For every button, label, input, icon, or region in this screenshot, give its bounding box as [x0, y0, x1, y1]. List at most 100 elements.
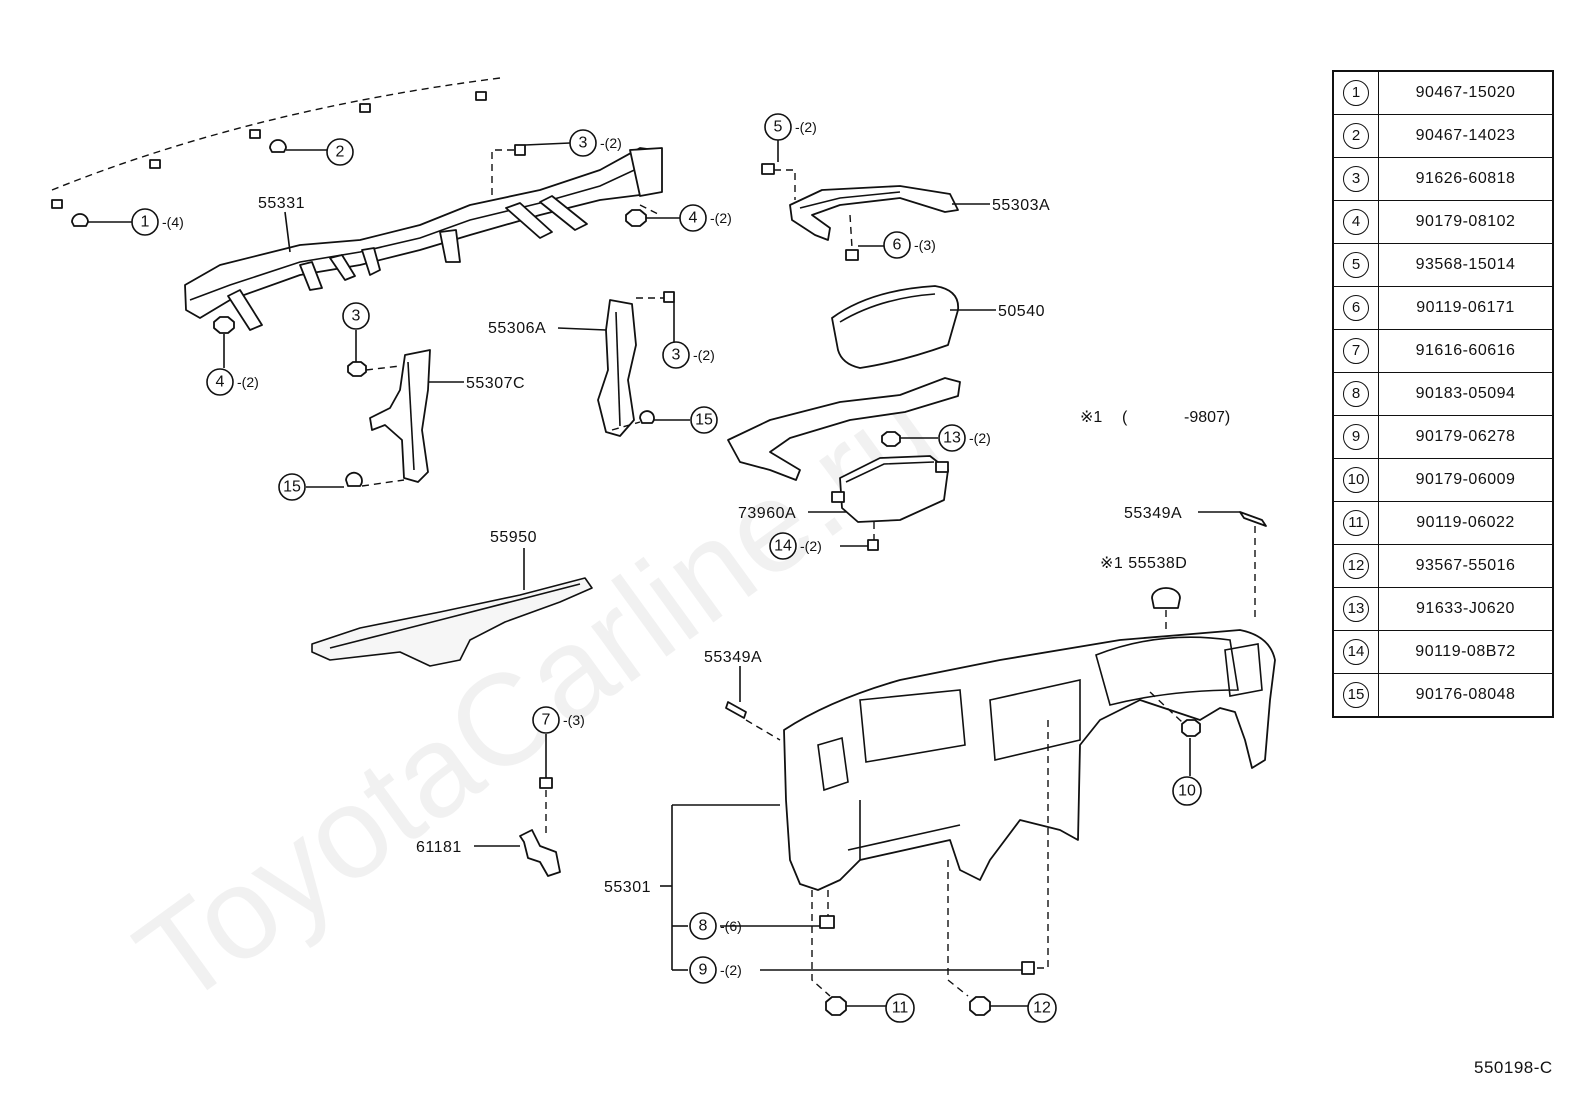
parts-table-index-cell: 5	[1332, 243, 1379, 287]
nut-4b-icon	[213, 316, 235, 334]
parts-table-index-cell: 11	[1332, 501, 1379, 545]
svg-text:-(2): -(2)	[693, 347, 715, 363]
lower-panel-55950[interactable]	[311, 577, 593, 667]
parts-table-index: 4	[1343, 209, 1369, 235]
parts-table-part-number: 90179-06009	[1378, 458, 1554, 502]
nut-13-icon	[881, 431, 901, 447]
parts-table-index: 2	[1343, 123, 1369, 149]
parts-table-index-cell: 12	[1332, 544, 1379, 588]
svg-text:-9807): -9807)	[1184, 409, 1230, 426]
svg-text:14: 14	[774, 538, 792, 555]
callout-3b: 3	[342, 302, 370, 330]
label-55538D: ※1 55538D	[1100, 555, 1187, 572]
parts-table-row: 11 90119-06022	[1332, 501, 1554, 545]
clip-2-icon	[269, 139, 287, 153]
cap-55538D[interactable]	[1151, 587, 1181, 609]
parts-table-part-number: 90179-06278	[1378, 415, 1554, 459]
bracket-61181[interactable]	[519, 829, 561, 877]
bolt-11-icon	[825, 996, 847, 1016]
svg-text:15: 15	[283, 479, 301, 496]
nut-10-icon	[1181, 719, 1201, 737]
callout-9: 9 -(2)	[689, 956, 742, 984]
bracket-55303A[interactable]	[789, 185, 959, 241]
parts-table-index-cell: 6	[1332, 286, 1379, 330]
callout-3c: 3 -(2)	[662, 341, 715, 369]
callout-11: 11	[885, 993, 915, 1023]
parts-table-part-number: 90179-08102	[1378, 200, 1554, 244]
parts-table-part-number: 91633-J0620	[1378, 587, 1554, 631]
clip-1-icon	[71, 213, 89, 227]
svg-text:-(2): -(2)	[800, 538, 822, 554]
svg-text:6: 6	[893, 237, 902, 254]
label-55349A-top: 55349A	[1124, 505, 1182, 522]
svg-text:3: 3	[579, 135, 588, 152]
svg-text:2: 2	[336, 144, 345, 161]
parts-table-part-number: 90119-06022	[1378, 501, 1554, 545]
parts-table-part-number: 91616-60616	[1378, 329, 1554, 373]
callout-1: 1 -(4)	[131, 208, 184, 236]
clip-55349A-mid[interactable]	[725, 701, 747, 719]
callout-5: 5 -(2)	[764, 113, 817, 141]
parts-table-row: 7 91616-60616	[1332, 329, 1554, 373]
brace-55306A[interactable]	[597, 299, 637, 437]
svg-text:-(2): -(2)	[720, 962, 742, 978]
parts-table-part-number: 90183-05094	[1378, 372, 1554, 416]
parts-table-index: 5	[1343, 252, 1369, 278]
callout-12: 12	[1027, 993, 1057, 1023]
parts-table-part-number: 91626-60818	[1378, 157, 1554, 201]
bolt-5-icon	[761, 163, 775, 175]
svg-text:7: 7	[542, 712, 551, 729]
callout-6: 6 -(3)	[883, 231, 936, 259]
parts-table-index: 7	[1343, 338, 1369, 364]
diagram-code: 550198-C	[1474, 1058, 1553, 1077]
parts-table-row: 5 93568-15014	[1332, 243, 1554, 287]
svg-text:-(4): -(4)	[162, 214, 184, 230]
parts-table-row: 2 90467-14023	[1332, 114, 1554, 158]
label-55307C: 55307C	[466, 375, 525, 392]
callout-10: 10	[1172, 776, 1202, 806]
label-55331: 55331	[258, 195, 305, 212]
parts-table-part-number: 90119-08B72	[1378, 630, 1554, 674]
parts-table-index-cell: 10	[1332, 458, 1379, 502]
parts-table-part-number: 93568-15014	[1378, 243, 1554, 287]
callout-7: 7 -(3)	[532, 706, 585, 734]
reinforcement-beam-55331[interactable]	[184, 147, 663, 331]
leader-55331	[284, 211, 291, 253]
parts-table-part-number: 93567-55016	[1378, 544, 1554, 588]
svg-text:-(2): -(2)	[600, 135, 622, 151]
svg-text:9: 9	[699, 962, 708, 979]
callout-13: 13 -(2)	[938, 424, 991, 452]
callout-14: 14 -(2)	[769, 532, 822, 560]
clip-55349A-top[interactable]	[1239, 511, 1267, 527]
parts-table-part-number: 90119-06171	[1378, 286, 1554, 330]
parts-table-index-cell: 13	[1332, 587, 1379, 631]
watermark: ToyotaCarline.ru	[111, 358, 963, 1032]
label-50540: 50540	[998, 303, 1045, 320]
svg-text:(: (	[1122, 409, 1128, 426]
airbag-module-73960A[interactable]	[831, 455, 949, 523]
bolt-3b-icon	[347, 361, 367, 377]
parts-table-part-number: 90467-14023	[1378, 114, 1554, 158]
svg-text:12: 12	[1033, 1000, 1051, 1017]
svg-text:-(3): -(3)	[914, 237, 936, 253]
instrument-panel-55301[interactable]	[783, 629, 1276, 891]
parts-table-index: 11	[1343, 510, 1369, 536]
parts-table-index-cell: 7	[1332, 329, 1379, 373]
parts-table-index-cell: 1	[1332, 70, 1379, 115]
airbag-bracket[interactable]	[727, 377, 961, 481]
cover-50540[interactable]	[831, 285, 959, 369]
brace-55307C[interactable]	[369, 349, 431, 483]
callout-15b: 15	[690, 406, 718, 434]
parts-table-index-cell: 9	[1332, 415, 1379, 459]
nut-9-icon	[1021, 961, 1035, 975]
